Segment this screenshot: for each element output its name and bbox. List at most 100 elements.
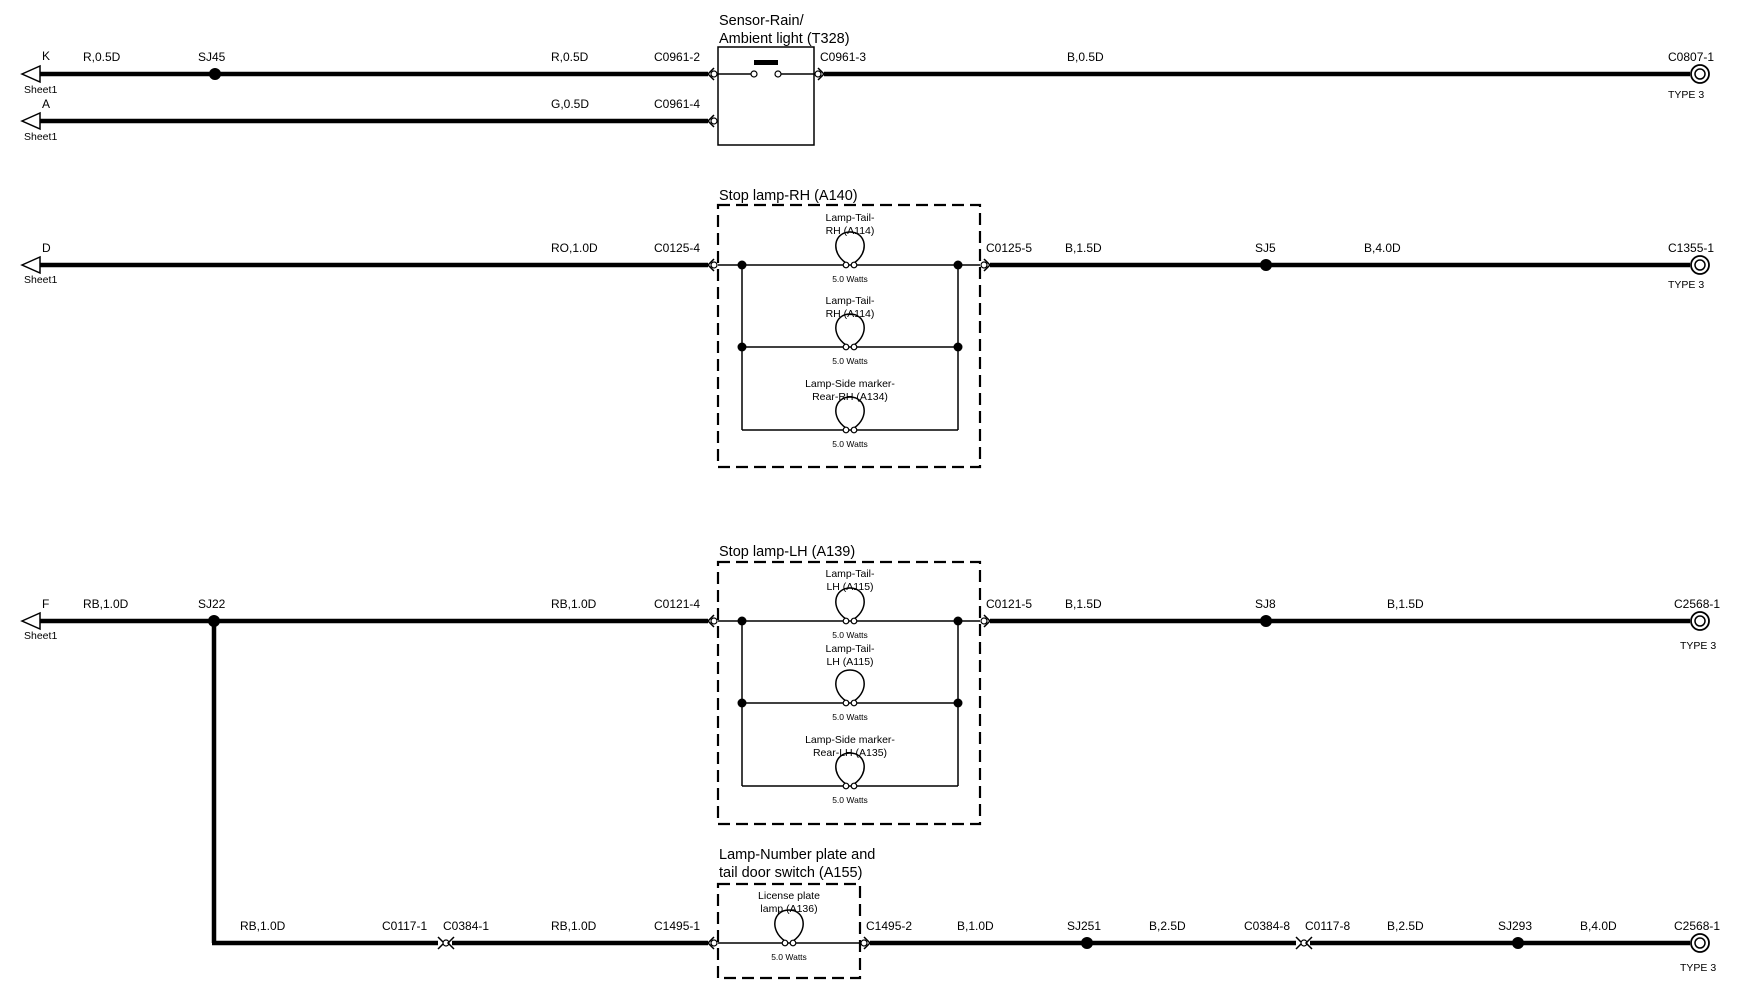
- wire-label-f-out2: B,1.5D: [1387, 597, 1424, 611]
- lamp-lh-3-watts: 5.0 Watts: [832, 795, 868, 805]
- lamp-rh-1-label-1: Lamp-Tail-: [825, 212, 875, 224]
- offsheet-d-sheet: Sheet1: [24, 274, 57, 286]
- wire-label-b-out3: B,2.5D: [1387, 919, 1424, 933]
- sensor-contact-2: [774, 70, 782, 78]
- license-lamp-watts: 5.0 Watts: [771, 952, 807, 962]
- pin-c0961-3: C0961-3: [820, 50, 866, 64]
- lamp-tail-lh-1-icon: [835, 587, 865, 625]
- offsheet-f-letter: F: [42, 597, 49, 611]
- lamp-rh-3-watts: 5.0 Watts: [832, 439, 868, 449]
- pin-c1495-1: C1495-1: [654, 919, 700, 933]
- ground-terminal-c0807-1[interactable]: [1690, 64, 1710, 84]
- sensor-contact-1: [750, 70, 758, 78]
- conn-c0384-1: C0384-1: [443, 919, 489, 933]
- pin-c0961-4: C0961-4: [654, 97, 700, 111]
- lamp-rh-3-label-2: Rear-RH (A134): [812, 391, 888, 403]
- stop-lamp-lh-title: Stop lamp-LH (A139): [719, 544, 855, 560]
- inline-connector-c0117-c0384[interactable]: [437, 936, 455, 950]
- wire-label-d-out1: B,1.5D: [1065, 241, 1102, 255]
- pin-c0121-4: C0121-4: [654, 597, 700, 611]
- lamp-lh-3-label-1: Lamp-Side marker-: [805, 734, 895, 746]
- pin-symbol-c0121-5: [980, 614, 992, 628]
- lamp-tail-rh-1-icon: [835, 231, 865, 269]
- lamp-rh-1-watts: 5.0 Watts: [832, 274, 868, 284]
- splice-label-sj22: SJ22: [198, 597, 226, 611]
- ground-terminal-c2568-1-b[interactable]: [1690, 933, 1710, 953]
- splice-sj45: [209, 68, 221, 80]
- lamp-lh-1-label-2: LH (A115): [826, 581, 873, 593]
- splice-label-sj293: SJ293: [1498, 919, 1532, 933]
- splice-label-sj251: SJ251: [1067, 919, 1101, 933]
- pin-symbol-c0121-4: [706, 614, 718, 628]
- stop-lamp-lh-network: [718, 616, 980, 787]
- offsheet-f-sheet: Sheet1: [24, 630, 57, 642]
- splice-sj5: [1260, 259, 1272, 271]
- splice-sj251: [1081, 937, 1093, 949]
- wire-label-k-left: R,0.5D: [83, 50, 121, 64]
- conn-c0117-8: C0117-8: [1305, 919, 1350, 933]
- offsheet-arrow-k[interactable]: [20, 64, 41, 84]
- splice-label-sj5: SJ5: [1255, 241, 1276, 255]
- wire-label-f-out1: B,1.5D: [1065, 597, 1102, 611]
- number-plate-lamp-box[interactable]: [716, 882, 862, 980]
- offsheet-k-sheet: Sheet1: [24, 84, 57, 96]
- splice-label-sj45: SJ45: [198, 50, 226, 64]
- offsheet-arrow-f[interactable]: [20, 611, 41, 631]
- pin-c0125-4: C0125-4: [654, 241, 700, 255]
- splice-sj8: [1260, 615, 1272, 627]
- pin-symbol-c0125-5: [980, 258, 992, 272]
- lamp-rh-3-label-1: Lamp-Side marker-: [805, 378, 895, 390]
- wire-label-f-left: RB,1.0D: [83, 597, 129, 611]
- ground-type-3: TYPE 3: [1680, 640, 1716, 652]
- pin-symbol-c0961-3: [814, 67, 826, 81]
- wire-label-b-out4: B,4.0D: [1580, 919, 1617, 933]
- conn-c0384-8: C0384-8: [1244, 919, 1290, 933]
- lamp-tail-rh-2-icon: [835, 313, 865, 351]
- offsheet-arrow-a[interactable]: [20, 111, 41, 131]
- lamp-lh-3-label-2: Rear-LH (A135): [813, 747, 887, 759]
- lamp-rh-2-label-1: Lamp-Tail-: [825, 295, 875, 307]
- stop-lamp-lh-box[interactable]: [716, 560, 982, 826]
- lamp-tail-lh-2-icon: [835, 669, 865, 707]
- inline-connector-c0384-c0117[interactable]: [1295, 936, 1313, 950]
- number-plate-title-2: tail door switch (A155): [719, 865, 862, 881]
- stop-lamp-rh-box[interactable]: [716, 203, 982, 469]
- pin-symbol-c0961-2: [706, 67, 718, 81]
- ground-id-c2568-1-b: C2568-1: [1674, 919, 1720, 933]
- lamp-lh-1-watts: 5.0 Watts: [832, 630, 868, 640]
- wire-label-d-out2: B,4.0D: [1364, 241, 1401, 255]
- offsheet-arrow-d[interactable]: [20, 255, 41, 275]
- ground-terminal-c1355-1[interactable]: [1690, 255, 1710, 275]
- license-lamp-label-1: License plate: [758, 890, 820, 902]
- splice-label-sj8: SJ8: [1255, 597, 1276, 611]
- lamp-rh-2-watts: 5.0 Watts: [832, 356, 868, 366]
- offsheet-d-letter: D: [42, 241, 51, 255]
- pin-symbol-c0125-4: [706, 258, 718, 272]
- wire-label-a: G,0.5D: [551, 97, 589, 111]
- ground-type-2: TYPE 3: [1668, 279, 1704, 291]
- ground-type-1: TYPE 3: [1668, 89, 1704, 101]
- pin-c0961-2: C0961-2: [654, 50, 700, 64]
- sensor-title-2: Ambient light (T328): [719, 31, 850, 47]
- lamp-lh-2-label-2: LH (A115): [826, 656, 873, 668]
- offsheet-a-sheet: Sheet1: [24, 131, 57, 143]
- wire-label-k-right: R,0.5D: [551, 50, 589, 64]
- lamp-lh-2-label-1: Lamp-Tail-: [825, 643, 875, 655]
- ground-type-4: TYPE 3: [1680, 962, 1716, 974]
- license-lamp-label-2: lamp (A136): [760, 903, 817, 915]
- pin-c0121-5: C0121-5: [986, 597, 1032, 611]
- number-plate-title-1: Lamp-Number plate and: [719, 847, 875, 863]
- ground-id-c1355-1: C1355-1: [1668, 241, 1714, 255]
- ground-terminal-c2568-1-a[interactable]: [1690, 611, 1710, 631]
- offsheet-k-letter: K: [42, 49, 50, 63]
- sensor-title-1: Sensor-Rain/: [719, 13, 805, 29]
- lamp-rh-2-label-2: RH (A114): [826, 308, 875, 320]
- license-plate-lamp-icon: [774, 909, 804, 947]
- wire-label-b-out1: B,1.0D: [957, 919, 994, 933]
- pin-symbol-c0961-4: [706, 114, 718, 128]
- pin-c1495-2: C1495-2: [866, 919, 912, 933]
- wire-label-k-out: B,0.5D: [1067, 50, 1104, 64]
- wire-label-b-out2: B,2.5D: [1149, 919, 1186, 933]
